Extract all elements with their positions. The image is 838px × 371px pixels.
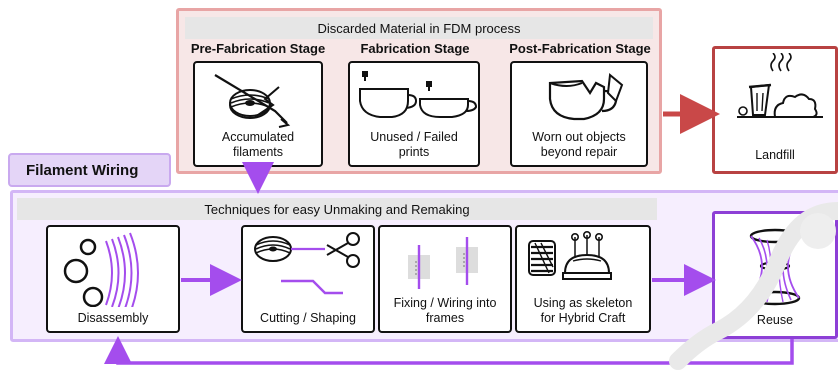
reuse-label: Reuse bbox=[756, 313, 794, 327]
step-fixing-wiring: Fixing / Wiring into frames bbox=[378, 225, 512, 333]
landfill-label: Landfill bbox=[755, 148, 795, 162]
disassembly-icon bbox=[63, 232, 139, 307]
caption-disassembly: Disassembly bbox=[77, 311, 149, 325]
card-failed-prints: Unused / Failed prints bbox=[348, 61, 480, 167]
stage-label-pre-fabrication: Pre-Fabrication Stage bbox=[190, 41, 326, 56]
arrow-loop-back bbox=[104, 336, 794, 365]
step-cutting-shaping: Cutting / Shaping bbox=[241, 225, 375, 333]
landfill-icon bbox=[737, 53, 823, 118]
failed-print-icon bbox=[359, 71, 478, 118]
card-worn-out-objects: Worn out objects beyond repair bbox=[510, 61, 648, 167]
caption-hybrid-craft: Using as skeleton for Hybrid Craft bbox=[533, 296, 633, 325]
caption-cutting-shaping: Cutting / Shaping bbox=[260, 311, 356, 325]
scissors-spool-icon bbox=[254, 232, 360, 295]
stage-label-post-fabrication: Post-Fabrication Stage bbox=[509, 41, 651, 56]
tangled-spool-icon bbox=[214, 74, 291, 128]
step-hybrid-craft: Using as skeleton for Hybrid Craft bbox=[515, 225, 651, 333]
caption-accumulated-filaments: Accumulated filaments bbox=[221, 130, 295, 159]
caption-worn-out-objects: Worn out objects beyond repair bbox=[532, 130, 626, 159]
filament-wiring-tag: Filament Wiring bbox=[8, 153, 171, 187]
stage-label-fabrication: Fabrication Stage bbox=[360, 41, 470, 56]
discarded-material-title: Discarded Material in FDM process bbox=[185, 17, 653, 39]
preprint-watermark bbox=[669, 202, 838, 370]
landfill-card: Landfill bbox=[712, 46, 838, 174]
techniques-title: Techniques for easy Unmaking and Remakin… bbox=[17, 198, 657, 220]
broken-cup-icon bbox=[548, 73, 624, 121]
caption-failed-prints: Unused / Failed prints bbox=[370, 130, 458, 159]
caption-fixing-wiring: Fixing / Wiring into frames bbox=[393, 296, 497, 325]
wired-frame-icon bbox=[408, 237, 478, 289]
craft-skeleton-icon bbox=[528, 231, 612, 280]
step-disassembly: Disassembly bbox=[46, 225, 180, 333]
